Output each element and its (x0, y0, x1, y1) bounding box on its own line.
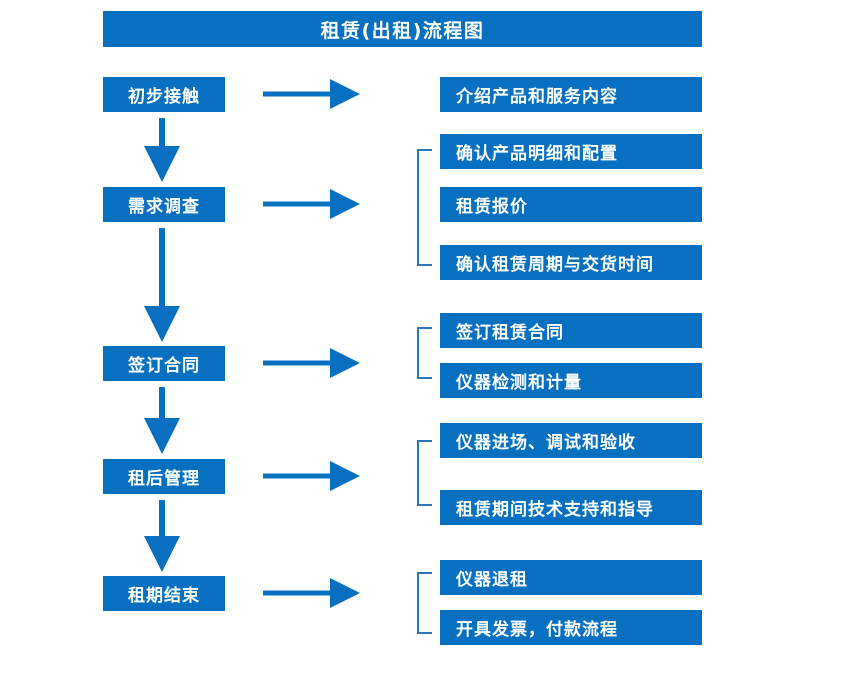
detail-box-confirm-period-delivery[interactable]: 确认租赁周期与交货时间 (440, 245, 702, 280)
detail-box-instrument-inspection[interactable]: 仪器检测和计量 (440, 363, 702, 398)
bracket-rental-end (417, 572, 432, 634)
detail-box-tech-support[interactable]: 租赁期间技术支持和指导 (440, 490, 702, 525)
stage-box-sign-contract[interactable]: 签订合同 (103, 346, 225, 381)
detail-box-instrument-return[interactable]: 仪器退租 (440, 560, 702, 595)
bracket-demand-survey (417, 149, 432, 266)
bracket-post-rent-mgmt (417, 440, 432, 506)
flowchart-title: 租赁(出租)流程图 (103, 11, 702, 47)
detail-box-sign-rental-contract[interactable]: 签订租赁合同 (440, 313, 702, 348)
stage-box-demand-survey[interactable]: 需求调查 (103, 187, 225, 222)
detail-box-introduce-products[interactable]: 介绍产品和服务内容 (440, 77, 702, 112)
detail-box-rental-quotation[interactable]: 租赁报价 (440, 187, 702, 222)
detail-box-confirm-product-spec[interactable]: 确认产品明细和配置 (440, 134, 702, 169)
stage-box-rental-end[interactable]: 租期结束 (103, 576, 225, 611)
detail-box-instrument-onsite[interactable]: 仪器进场、调试和验收 (440, 423, 702, 458)
detail-box-invoice-payment[interactable]: 开具发票，付款流程 (440, 610, 702, 645)
stage-box-post-rent-mgmt[interactable]: 租后管理 (103, 459, 225, 494)
bracket-sign-contract (417, 327, 432, 379)
stage-box-initial-contact[interactable]: 初步接触 (103, 77, 225, 112)
